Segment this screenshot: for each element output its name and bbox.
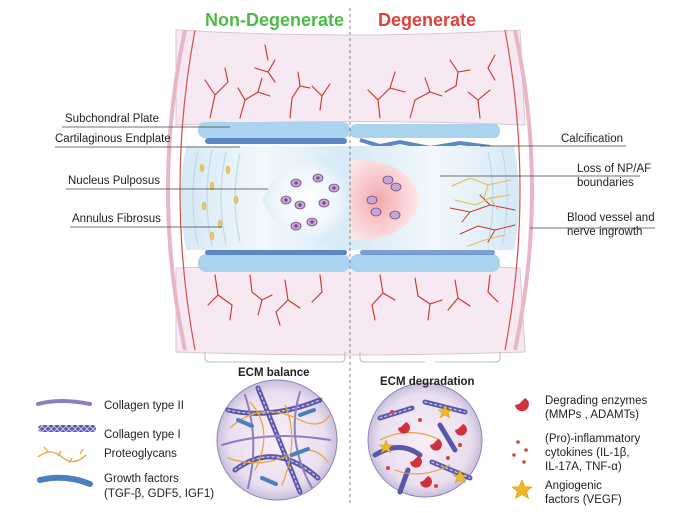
nucleus-pulposus-degenerate	[350, 159, 420, 241]
legend-cytokine-icon	[512, 440, 528, 464]
label-blood-vessel-1: Blood vessel and	[567, 212, 655, 224]
title-degenerate: Degenerate	[378, 10, 477, 30]
bone-vessels-bottom	[207, 274, 499, 326]
ecm-brackets	[204, 352, 501, 363]
label-nucleus-pulposus: Nucleus Pulposus	[68, 175, 161, 187]
label-loss-boundaries-2: boundaries	[577, 177, 634, 189]
ecm-balance-circle	[216, 379, 338, 501]
title-non-degenerate: Non-Degenerate	[205, 10, 345, 30]
legend-enzyme-icon	[515, 398, 529, 412]
ecm-balance-title: ECM balance	[238, 367, 310, 379]
legend-enzymes-label-1: Degrading enzymes	[545, 395, 648, 407]
legend-enzymes-label-2: (MMPs , ADAMTs)	[545, 409, 639, 421]
legend-collagen-i-icon	[38, 425, 96, 432]
cartilaginous-endplate-top	[205, 138, 491, 151]
legend-growth-factors-icon	[37, 474, 93, 487]
outer-ligament-right	[504, 29, 535, 351]
legend-proteoglycans-icon	[37, 446, 87, 464]
legend-collagen-ii-label: Collagen type II	[104, 400, 184, 412]
label-subchondral-plate: Subchondral Plate	[65, 113, 159, 125]
bone-vessels-top	[204, 44, 496, 119]
legend-cytokines-label-2: cytokines (IL-1β,	[545, 447, 630, 459]
cartilaginous-endplate-bottom	[205, 250, 495, 255]
legend-growth-factors-label-2: (TGF-β, GDF5, IGF1)	[104, 488, 215, 500]
legend-collagen-i-label: Collagen type I	[104, 429, 181, 441]
outer-ligament-left	[165, 29, 196, 351]
legend-growth-factors-label-1: Growth factors	[104, 473, 179, 485]
ecm-degradation-circle	[367, 382, 483, 498]
legend-collagen-ii-icon	[36, 399, 92, 406]
label-cartilaginous-endplate: Cartilaginous Endplate	[55, 133, 171, 145]
label-loss-boundaries-1: Loss of NP/AF	[577, 163, 652, 175]
legend-angio-label-1: Angiogenic	[545, 480, 602, 492]
subchondral-plate-top	[198, 122, 500, 138]
legend-cytokines-label-1: (Pro)-inflammatory	[545, 433, 641, 445]
subchondral-plate-bottom	[198, 254, 500, 272]
label-leaders	[55, 126, 655, 229]
vertebra-bottom	[175, 264, 526, 356]
legend-angio-label-2: factors (VEGF)	[545, 494, 622, 506]
nucleus-pulposus-healthy	[262, 156, 350, 244]
legend-proteoglycans-label: Proteoglycans	[104, 448, 177, 460]
vessel-nerve-ingrowth	[449, 177, 516, 247]
label-calcification: Calcification	[561, 133, 623, 145]
label-blood-vessel-2: nerve ingrowth	[567, 226, 643, 238]
legend-angiogenic-icon	[511, 479, 533, 500]
ecm-degradation-title: ECM degradation	[380, 376, 475, 388]
label-annulus-fibrosus: Annulus Fibrosus	[72, 213, 161, 225]
vertebra-top	[175, 29, 526, 126]
legend-cytokines-label-3: IL-17A, TNF-α)	[545, 461, 622, 473]
